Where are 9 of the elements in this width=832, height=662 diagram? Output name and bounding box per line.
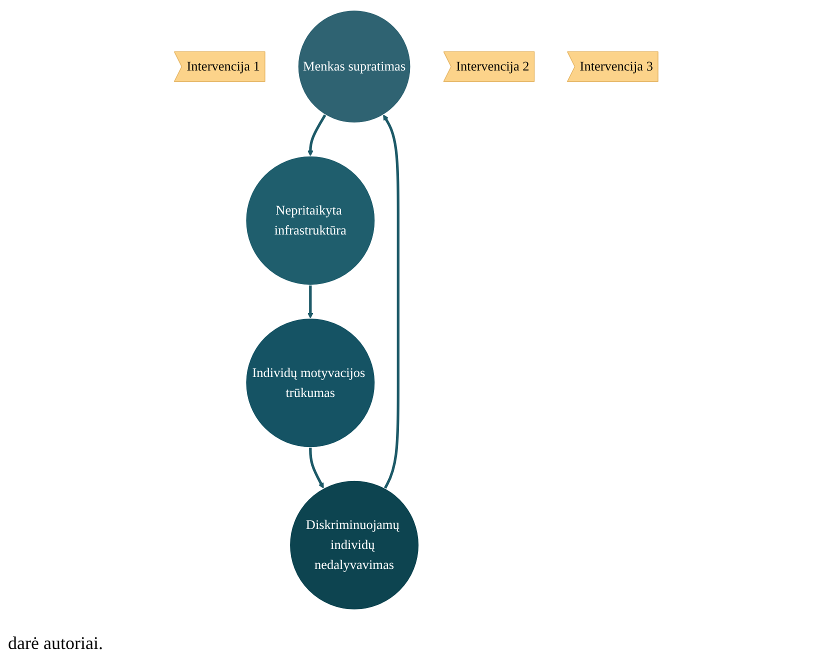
- arrow: [382, 114, 400, 489]
- arrow: [307, 285, 314, 319]
- node-circle: Individų motyvacijos trūkumas: [245, 318, 376, 448]
- source-note: darė autoriai.: [8, 633, 103, 654]
- arrow: [307, 114, 326, 156]
- node-circle: Menkas supratimas: [298, 10, 411, 124]
- node-circle: Nepritaikyta infrastruktūra: [245, 156, 376, 286]
- arrow: [308, 447, 324, 489]
- node-circle: Diskriminuojamų individų nedalyvavimas: [289, 480, 420, 610]
